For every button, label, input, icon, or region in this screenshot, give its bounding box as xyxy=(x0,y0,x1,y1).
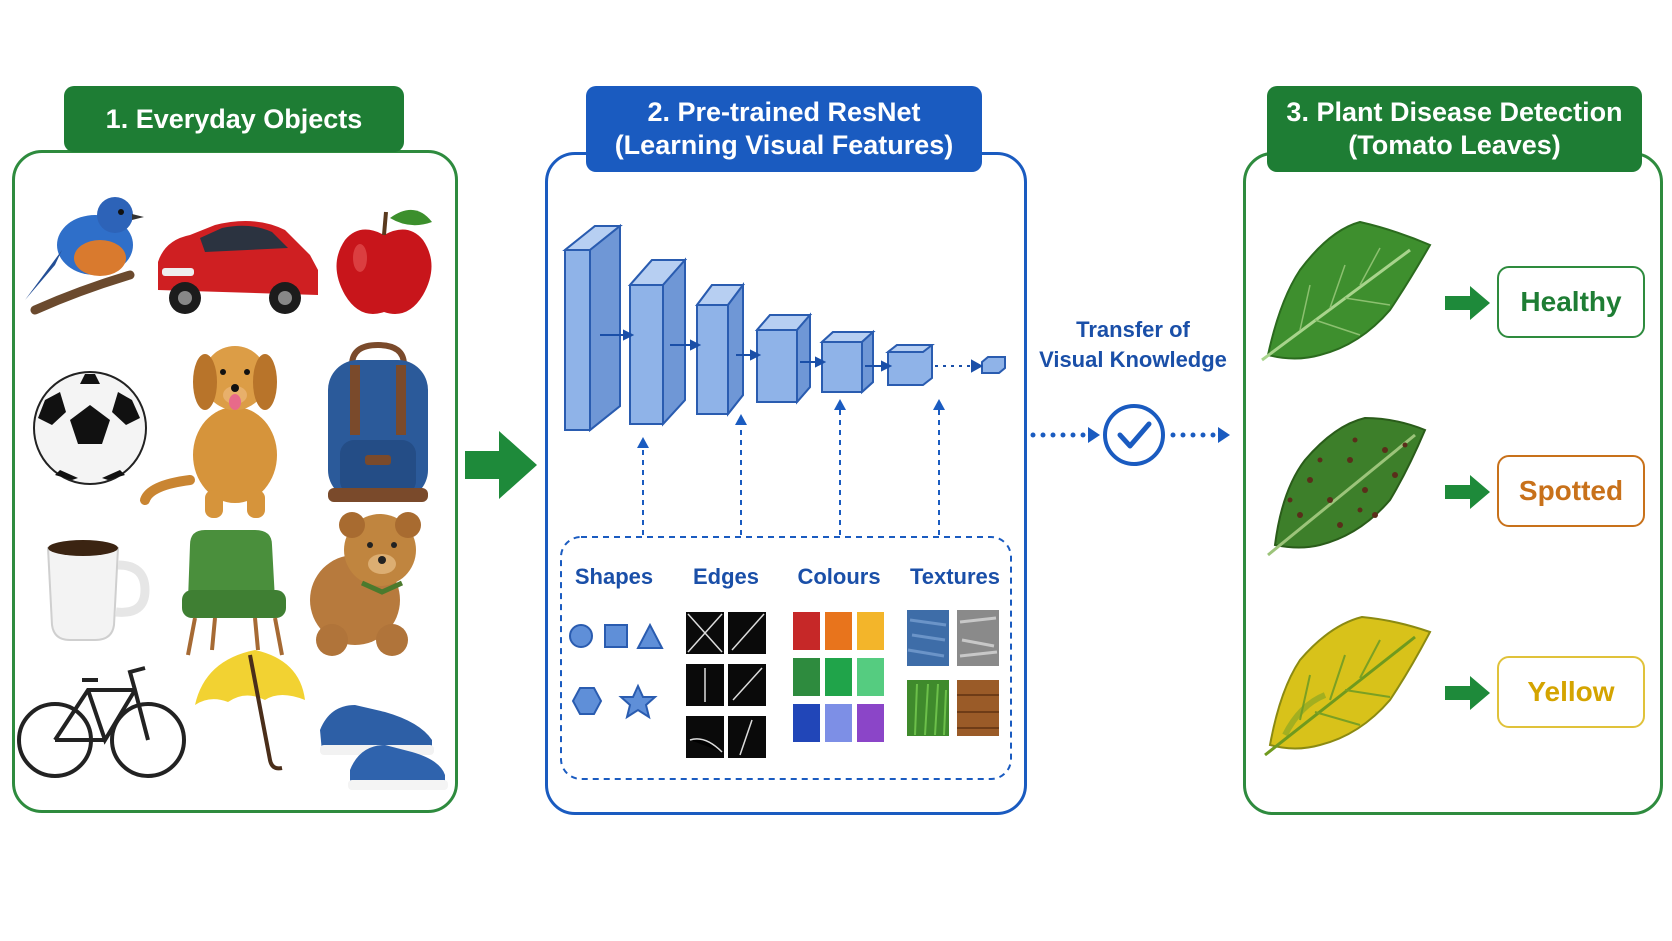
transfer-label-line1: Transfer of xyxy=(1076,317,1190,342)
soccer-ball-icon xyxy=(33,371,147,485)
dog-icon xyxy=(140,346,277,518)
bicycle-icon xyxy=(17,666,186,778)
apple-icon xyxy=(336,209,432,314)
healthy-leaf-icon xyxy=(1261,220,1432,362)
result-healthy: Healthy xyxy=(1497,266,1645,338)
everyday-objects-title: 1. Everyday Objects xyxy=(64,86,404,152)
feature-label-shapes: Shapes xyxy=(574,564,654,589)
textures-samples xyxy=(907,610,999,736)
bird-icon xyxy=(25,197,144,315)
transfer-label-line2: Visual Knowledge xyxy=(1039,347,1227,372)
leaves xyxy=(1261,220,1490,757)
yellow-leaf-icon xyxy=(1264,615,1432,757)
edges-samples xyxy=(686,612,766,758)
feature-label-edges: Edges xyxy=(692,564,760,589)
car-icon xyxy=(158,221,318,314)
result-yellow: Yellow xyxy=(1497,656,1645,728)
shapes-samples xyxy=(569,622,664,720)
plant-disease-title-line1: 3. Plant Disease Detection xyxy=(1286,97,1623,127)
network-layers xyxy=(562,223,1006,433)
result-spotted: Spotted xyxy=(1497,455,1645,527)
check-circle-icon xyxy=(1103,404,1165,466)
arrow-right-icon xyxy=(465,431,537,499)
everyday-objects-grid xyxy=(17,197,448,790)
resnet-title: 2. Pre-trained ResNet (Learning Visual F… xyxy=(586,86,982,172)
result-arrows xyxy=(1445,286,1490,710)
transfer-label: Transfer of Visual Knowledge xyxy=(1023,315,1243,375)
resnet-title-line1: 2. Pre-trained ResNet xyxy=(647,97,921,127)
plant-disease-title: 3. Plant Disease Detection (Tomato Leave… xyxy=(1267,86,1642,172)
feature-links xyxy=(642,410,940,535)
chair-icon xyxy=(182,530,286,656)
teddy-bear-icon xyxy=(310,512,421,656)
resnet-architecture xyxy=(560,223,1012,780)
feature-label-textures: Textures xyxy=(909,564,1001,589)
transfer-arrow xyxy=(1030,404,1230,466)
resnet-title-line2: (Learning Visual Features) xyxy=(614,130,954,160)
layer-connectors xyxy=(600,329,984,373)
sneakers-icon xyxy=(320,705,448,790)
feature-label-colours: Colours xyxy=(797,564,881,589)
colours-samples xyxy=(793,612,884,742)
plant-disease-title-line2: (Tomato Leaves) xyxy=(1348,130,1561,160)
feature-box xyxy=(560,536,1012,780)
umbrella-icon xyxy=(195,650,305,771)
backpack-icon xyxy=(328,341,428,502)
mug-icon xyxy=(46,540,150,641)
spotted-leaf-icon xyxy=(1267,416,1427,557)
